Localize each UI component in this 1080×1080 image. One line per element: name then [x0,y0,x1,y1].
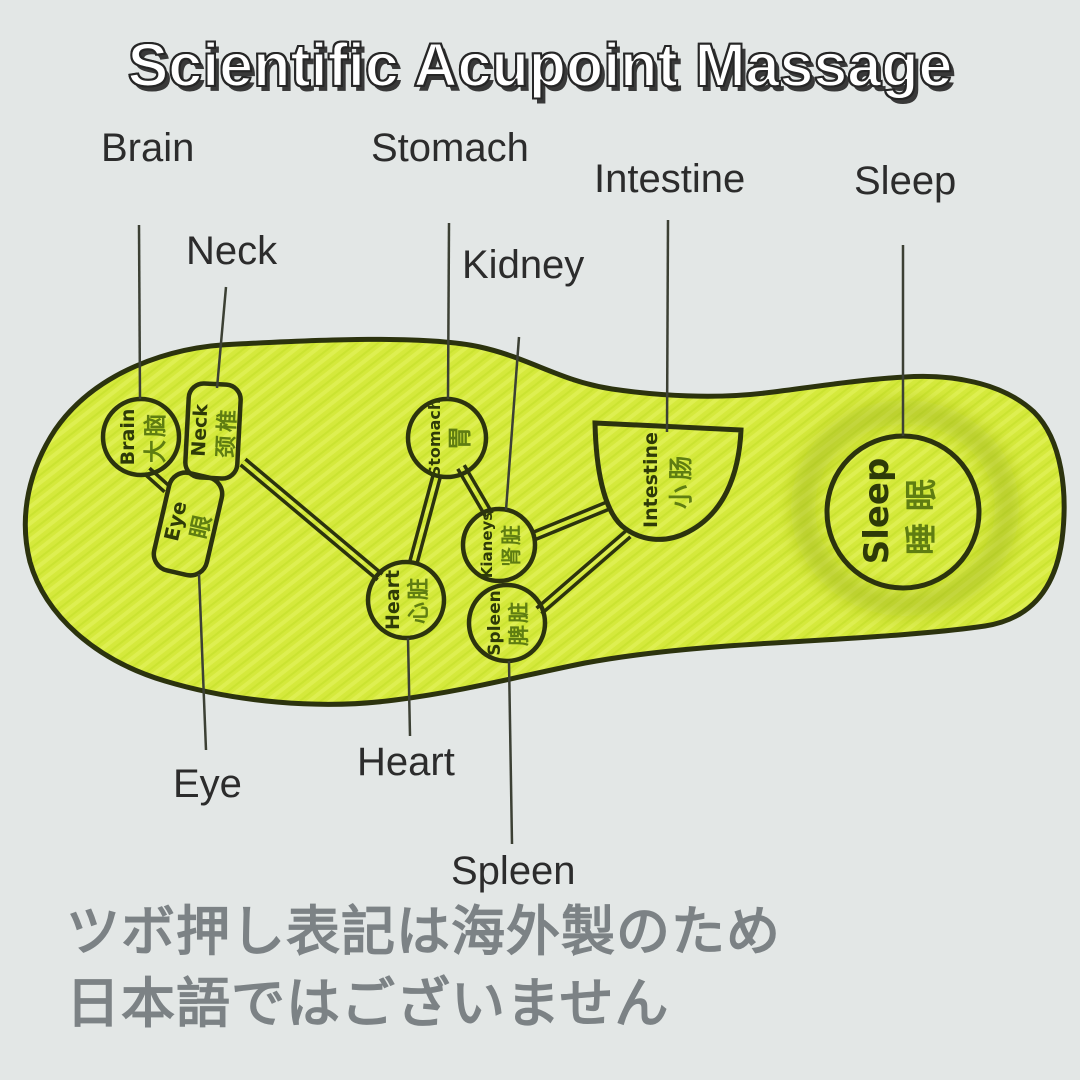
connector-kidneys-intestine [531,500,610,542]
kidney-leader-line [504,336,521,511]
spleen-zone [466,582,548,664]
label-intestine: Intestine [594,157,746,201]
intestine-zone [592,420,744,542]
brain-leader-line [137,224,142,400]
label-brain: Brain [101,126,195,170]
kidneys-zone-label-zh: 肾脏 [499,523,523,567]
connector-neck-heart [239,457,384,582]
label-heart: Heart [357,740,455,784]
kidneys-zone-label-en: Kianeys [478,512,496,579]
heart-zone-label-zh: 心脏 [406,576,432,624]
intestine-zone-label-zh: 小肠 [667,451,695,509]
connector-spleen-intestine [535,529,632,616]
stomach-zone-label-en: Stomach [425,399,444,478]
label-spleen: Spleen [451,849,576,893]
eye-zone-label-zh: 眼 [186,513,217,541]
brain-zone-label-en: Brain [117,409,139,466]
heel-shading [791,400,1019,616]
stomach-leader-line [446,222,451,400]
brain-zone [100,396,182,478]
label-neck: Neck [186,229,278,273]
page-title: Scientific Acupoint Massage [127,30,954,100]
heart-zone-label-en: Heart [382,570,404,630]
neck-leader-line [215,286,228,389]
eye-leader-line [197,573,208,751]
connector-stomach-heart [407,473,443,566]
sleep-zone-label-en: Sleep [857,458,897,565]
intestine-zone-label-en: Intestine [640,432,662,528]
label-sleep: Sleep [854,159,957,203]
connector-lines [143,457,632,616]
brain-zone-label-zh: 大脑 [142,411,169,463]
label-eye: Eye [173,762,242,806]
neck-zone-label-zh: 颈椎 [213,405,242,458]
neck-zone-label-en: Neck [188,403,213,457]
leader-lines [137,219,905,845]
kidneys-zone [460,506,538,584]
insole-outline [22,336,1067,707]
label-kidney: Kidney [462,243,585,287]
spleen-zone-label-en: Spleen [485,590,505,655]
note-text: ツボ押し表記は海外製のため 日本語ではございません [66,896,1026,1040]
sleep-zone-label-zh: 睡眠 [902,467,940,555]
stomach-zone-label-zh: 胃 [446,426,474,450]
label-stomach: Stomach [371,126,529,170]
acupoint-zone-texts: Brain 大脑 Neck 颈椎 Eye 眼 Stomach 胃 Kianeys… [117,399,940,656]
note-line-1: ツボ押し表記は海外製のため [66,902,781,962]
eye-zone [151,470,225,578]
spleen-zone-label-zh: 脾脏 [507,600,531,646]
heart-zone [365,559,447,641]
spleen-leader-line [507,660,514,845]
stomach-zone [405,396,489,480]
intestine-leader-line [665,219,670,433]
connector-stomach-kidneys [456,464,494,518]
note-line-2: 日本語ではございません [66,974,670,1034]
heart-leader-line [406,637,412,737]
